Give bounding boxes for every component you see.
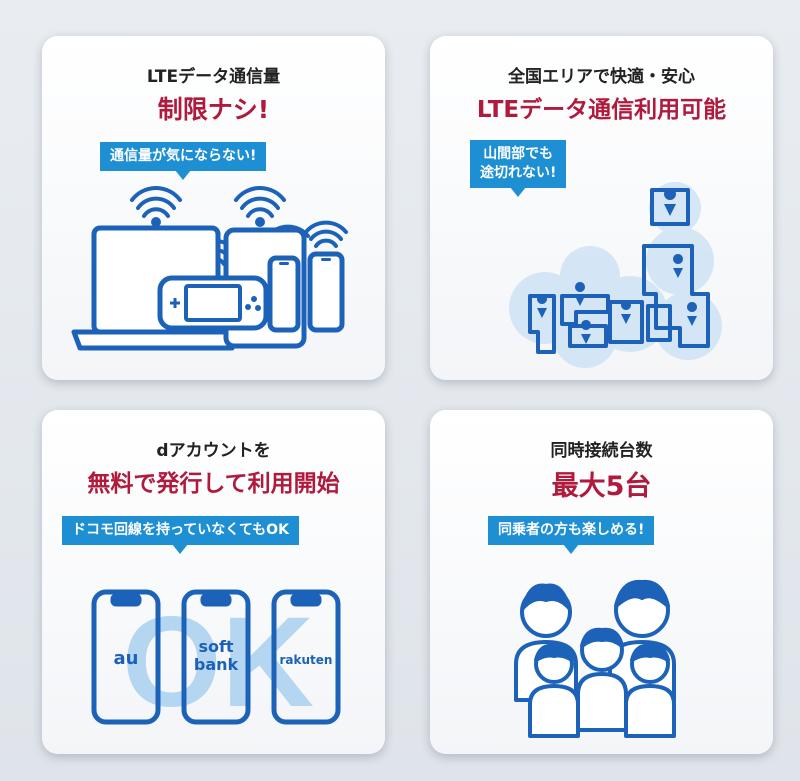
map-icon — [528, 188, 710, 354]
card-subtitle: 全国エリアで快適・安心 — [508, 67, 695, 87]
carrier-label-au: au — [114, 648, 139, 669]
bubble-line: 山間部でも — [483, 146, 554, 162]
card-subtitle: 同時接続台数 — [550, 441, 653, 461]
card-subtitle: LTEデータ通信量 — [146, 67, 281, 87]
card-headline: 最大5台 — [551, 471, 652, 502]
speech-bubble: 山間部でも 途切れない! — [470, 140, 567, 197]
card-subtitle: dアカウントを — [156, 441, 271, 461]
location-pin-icon — [537, 188, 698, 344]
smartphone-icon — [91, 589, 161, 725]
speech-bubble: 同乗者の方も楽しめる! — [488, 516, 655, 554]
smartphone-icon — [181, 589, 251, 725]
wifi-icon — [234, 186, 286, 218]
feature-card-coverage: 全国エリアで快適・安心 LTEデータ通信利用可能 山間部でも 途切れない! — [430, 36, 773, 380]
smartphone-icon — [307, 251, 345, 333]
feature-card-simultaneous: 同時接続台数 最大5台 同乗者の方も楽しめる! — [430, 410, 773, 754]
feature-card-d-account: dアカウントを 無料で発行して利用開始 ドコモ回線を持っていなくてもOK OK … — [42, 410, 385, 754]
family-icon — [514, 579, 676, 738]
ok-watermark: OK — [122, 591, 314, 734]
carriers-illustration: OK au soft bank rakuten — [91, 589, 341, 734]
card-headline: 無料で発行して利用開始 — [87, 471, 340, 497]
speech-bubble: ドコモ回線を持っていなくてもOK — [62, 516, 299, 554]
carrier-label-rakuten: rakuten — [280, 653, 333, 667]
carrier-label-bank: bank — [194, 655, 239, 674]
speech-bubble: 通信量が気にならない! — [100, 142, 267, 180]
wifi-icon — [130, 186, 182, 218]
smartphone-icon — [271, 589, 341, 725]
devices-illustration — [71, 186, 348, 351]
map-illustration — [509, 182, 722, 368]
feature-card-unlimited-data: LTEデータ通信量 制限ナシ! 通信量が気にならない! — [42, 36, 385, 380]
card-headline: 制限ナシ! — [157, 95, 270, 124]
carrier-label-soft: soft — [198, 637, 233, 656]
smartphone-icon — [267, 255, 301, 333]
card-headline: LTEデータ通信利用可能 — [476, 97, 727, 123]
game-console-icon — [157, 275, 269, 331]
bubble-line: 途切れない! — [480, 164, 557, 181]
